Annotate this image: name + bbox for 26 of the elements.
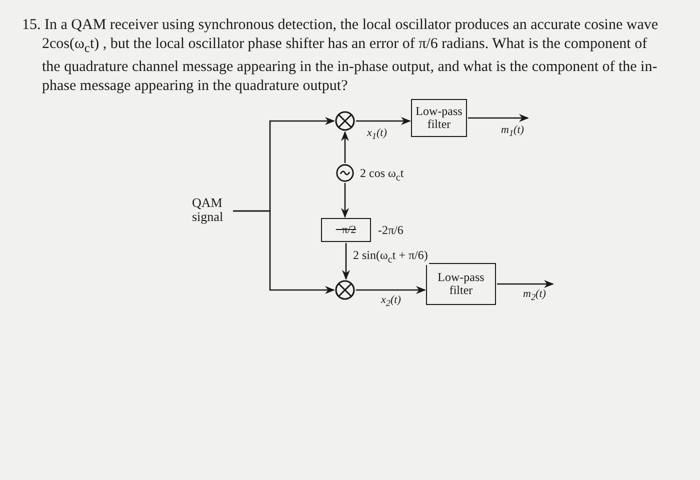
filter-label: Low-pass filter bbox=[414, 105, 464, 131]
oscillator-symbol bbox=[336, 164, 354, 182]
component-value: 2 cos ω$_{c}$t bbox=[360, 166, 404, 184]
phase-shifter-box bbox=[321, 218, 371, 242]
signal-label: QAM signal bbox=[192, 196, 232, 226]
arrow bbox=[356, 117, 411, 125]
multiplier-symbol bbox=[335, 111, 355, 131]
filter-box bbox=[426, 263, 496, 305]
edge-label: m$_{2}$(t) bbox=[522, 288, 547, 302]
arrow bbox=[341, 183, 349, 218]
arrow bbox=[468, 114, 529, 122]
multiplier-symbol bbox=[335, 280, 355, 300]
arrow bbox=[356, 286, 426, 294]
edge-label: m$_{1}$(t) bbox=[500, 124, 525, 138]
filter-label: Low-pass filter bbox=[436, 271, 486, 297]
arrow bbox=[233, 210, 335, 294]
phase-shift-text: −π/2 bbox=[336, 224, 356, 236]
arrow bbox=[342, 243, 350, 280]
arrow bbox=[341, 131, 349, 163]
filter-box bbox=[411, 99, 467, 137]
component-value: -2π/6 bbox=[378, 223, 404, 238]
edge-label: 2 sin(ω$_{c}$t + π/6) bbox=[352, 248, 429, 266]
edge-label: x$_{2}$(t) bbox=[380, 294, 402, 308]
question-text: 15. In a QAM receiver using synchronous detection, the local oscillator produces an accurate cosine wave 2cos(ω$_{c}$t) , but the local oscillator phase shifter has an error of π/6 radians. What is the component of the quadrature channel message appearing in the in-phase output, and what is the component of the in-phase message appearing in the quadrature output? bbox=[22, 16, 660, 96]
arrow bbox=[497, 280, 554, 288]
edge-label: x$_{1}$(t) bbox=[366, 127, 388, 142]
